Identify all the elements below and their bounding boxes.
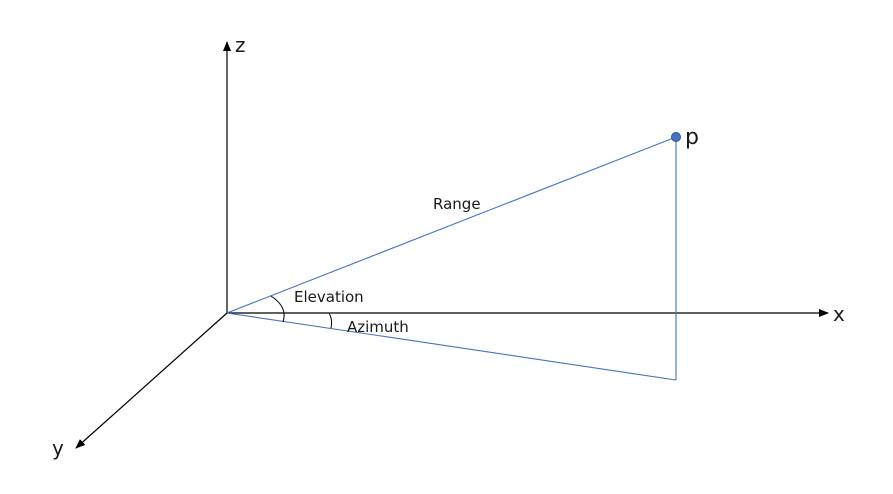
y-axis-label: y — [52, 436, 64, 460]
ground-projection-line — [226, 312, 677, 381]
range-line — [226, 136, 677, 314]
y-axis — [75, 312, 228, 449]
azimuth-label: Azimuth — [347, 318, 409, 336]
azimuth-arc — [328, 312, 333, 329]
z-axis-label: z — [235, 33, 246, 57]
point-marker — [671, 132, 681, 142]
elevation-label: Elevation — [294, 288, 364, 306]
x-axis-label: x — [833, 302, 845, 326]
elevation-arc — [270, 295, 285, 323]
point-label: p — [685, 125, 699, 150]
range-label: Range — [433, 195, 481, 213]
